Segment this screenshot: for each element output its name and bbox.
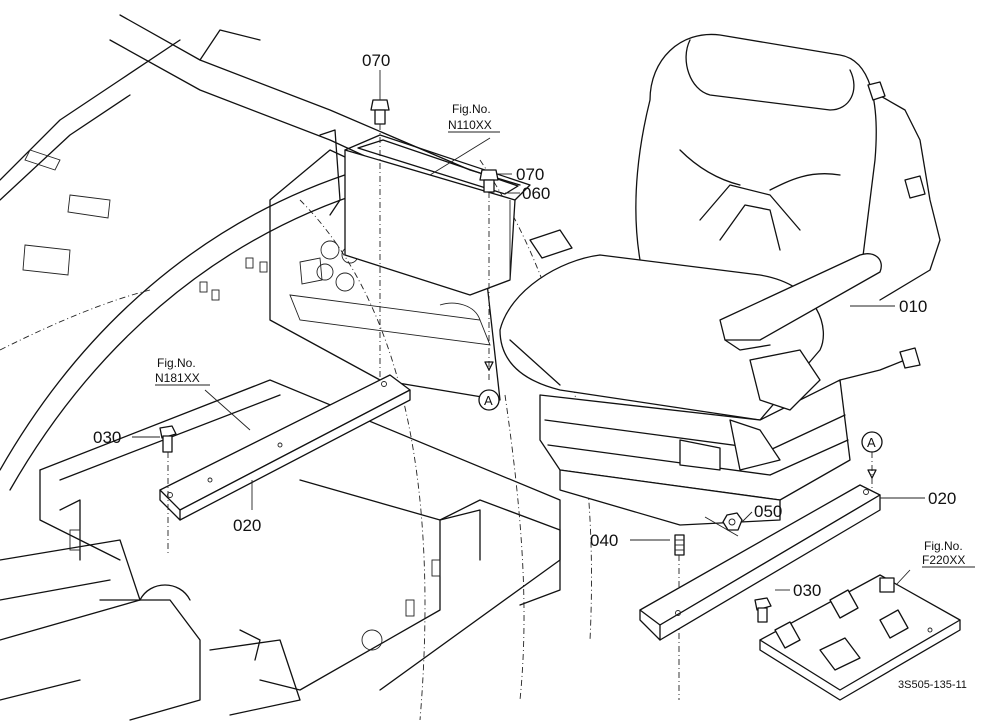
- marker-a-left: A: [478, 389, 500, 411]
- label-060: 060: [522, 184, 550, 203]
- leader-lines: [132, 70, 975, 591]
- figref-n181-label: Fig.No.: [157, 356, 196, 370]
- figref-f220-code: F220XX: [922, 553, 965, 567]
- floor-studs: [199, 257, 441, 617]
- arrow-a1: [484, 361, 494, 371]
- figref-n110-code: N110XX: [448, 118, 492, 132]
- floor-bracket-f220: [759, 574, 961, 701]
- drawing-code: 3S505-135-11: [898, 679, 967, 691]
- bolt-070-top: [370, 99, 390, 125]
- rail-right: [639, 484, 881, 641]
- label-070-mid: 070: [516, 165, 544, 184]
- arrow-a2: [867, 469, 877, 479]
- label-020-right: 020: [928, 489, 956, 508]
- rail-left: [159, 374, 411, 521]
- label-040: 040: [590, 531, 618, 550]
- cab-frame: [0, 14, 592, 721]
- bolt-030-right: [754, 597, 772, 623]
- storage-box: [344, 134, 531, 296]
- bolt-030-left: [159, 425, 177, 555]
- figref-n181-code: N181XX: [155, 371, 200, 385]
- label-020-left: 020: [233, 516, 261, 535]
- marker-a-right: A: [861, 431, 883, 453]
- label-030-left: 030: [93, 428, 121, 447]
- operator-seat: [499, 33, 941, 526]
- label-050: 050: [754, 502, 782, 521]
- svg-text:A: A: [867, 435, 876, 450]
- label-010: 010: [899, 297, 927, 316]
- svg-text:A: A: [484, 393, 493, 408]
- figref-f220-label: Fig.No.: [924, 539, 963, 553]
- bolt-070-mid: [479, 169, 499, 193]
- bolt-040: [674, 534, 685, 700]
- nut-050: [722, 512, 743, 531]
- figref-n110-label: Fig.No.: [452, 102, 491, 116]
- label-070-top: 070: [362, 51, 390, 70]
- label-030-right: 030: [793, 581, 821, 600]
